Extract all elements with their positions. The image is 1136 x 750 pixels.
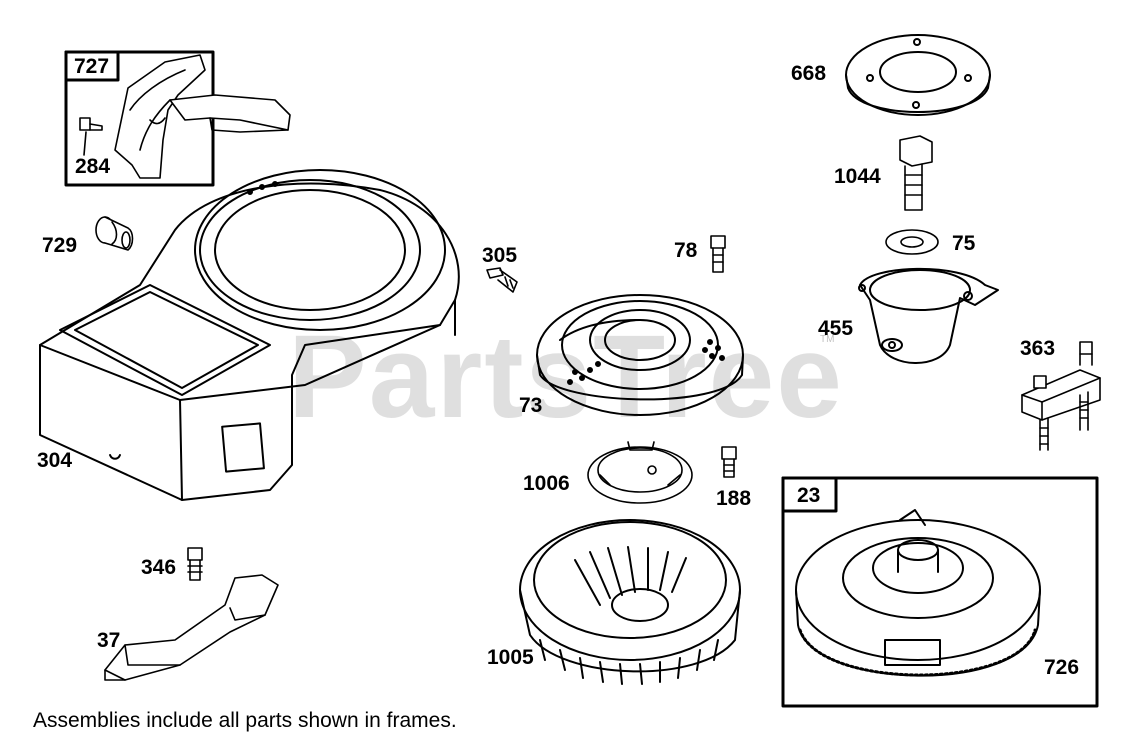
part-455-starter-cup-drawing [858,267,999,364]
part-668-plate-drawing [845,34,991,116]
assemblies-footnote: Assemblies include all parts shown in fr… [33,709,457,732]
part-label-78[interactable]: 78 [674,239,698,262]
part-label-346[interactable]: 346 [141,556,177,579]
part-78-bolt-drawing [710,235,726,273]
part-188-screw-drawing [721,446,737,478]
part-label-1006[interactable]: 1006 [523,472,570,495]
part-label-1005[interactable]: 1005 [487,646,534,669]
part-label-73[interactable]: 73 [519,394,543,417]
part-label-304[interactable]: 304 [37,449,73,472]
part-label-37[interactable]: 37 [97,629,121,652]
watermark-trademark: TM [820,334,835,345]
part-label-668[interactable]: 668 [791,62,827,85]
part-284-screw-drawing [79,117,103,156]
part-label-284[interactable]: 284 [75,155,111,178]
part-1044-bolt-drawing [899,135,933,211]
part-label-188[interactable]: 188 [716,487,752,510]
frame-23 [781,476,1099,708]
part-label-726[interactable]: 726 [1044,656,1080,679]
part-75-washer-drawing [885,229,939,255]
part-label-1044[interactable]: 1044 [834,165,881,188]
part-label-75[interactable]: 75 [952,232,976,255]
part-1005-flywheel-fan-drawing [519,519,741,685]
part-305-screw-drawing [486,267,518,293]
part-label-363[interactable]: 363 [1020,337,1056,360]
watermark: PartsTree [288,311,844,443]
part-73-rotating-screen-drawing [536,294,744,416]
frame-label-727: 727 [74,55,110,78]
part-729-grommet-drawing [95,216,134,251]
part-label-729[interactable]: 729 [42,234,78,257]
part-363-bracket-drawing [1021,341,1101,451]
part-1006-ring-drawing [587,441,693,504]
part-726-flywheel-drawing [795,509,1041,677]
part-346-bolt-drawing [187,547,203,581]
part-37-air-guide-drawing [104,574,279,681]
part-727-shroud-drawing [114,54,291,179]
part-304-blower-housing-drawing [39,169,460,501]
frame-label-23: 23 [797,484,821,507]
part-label-455[interactable]: 455 [818,317,854,340]
part-label-305[interactable]: 305 [482,244,518,267]
